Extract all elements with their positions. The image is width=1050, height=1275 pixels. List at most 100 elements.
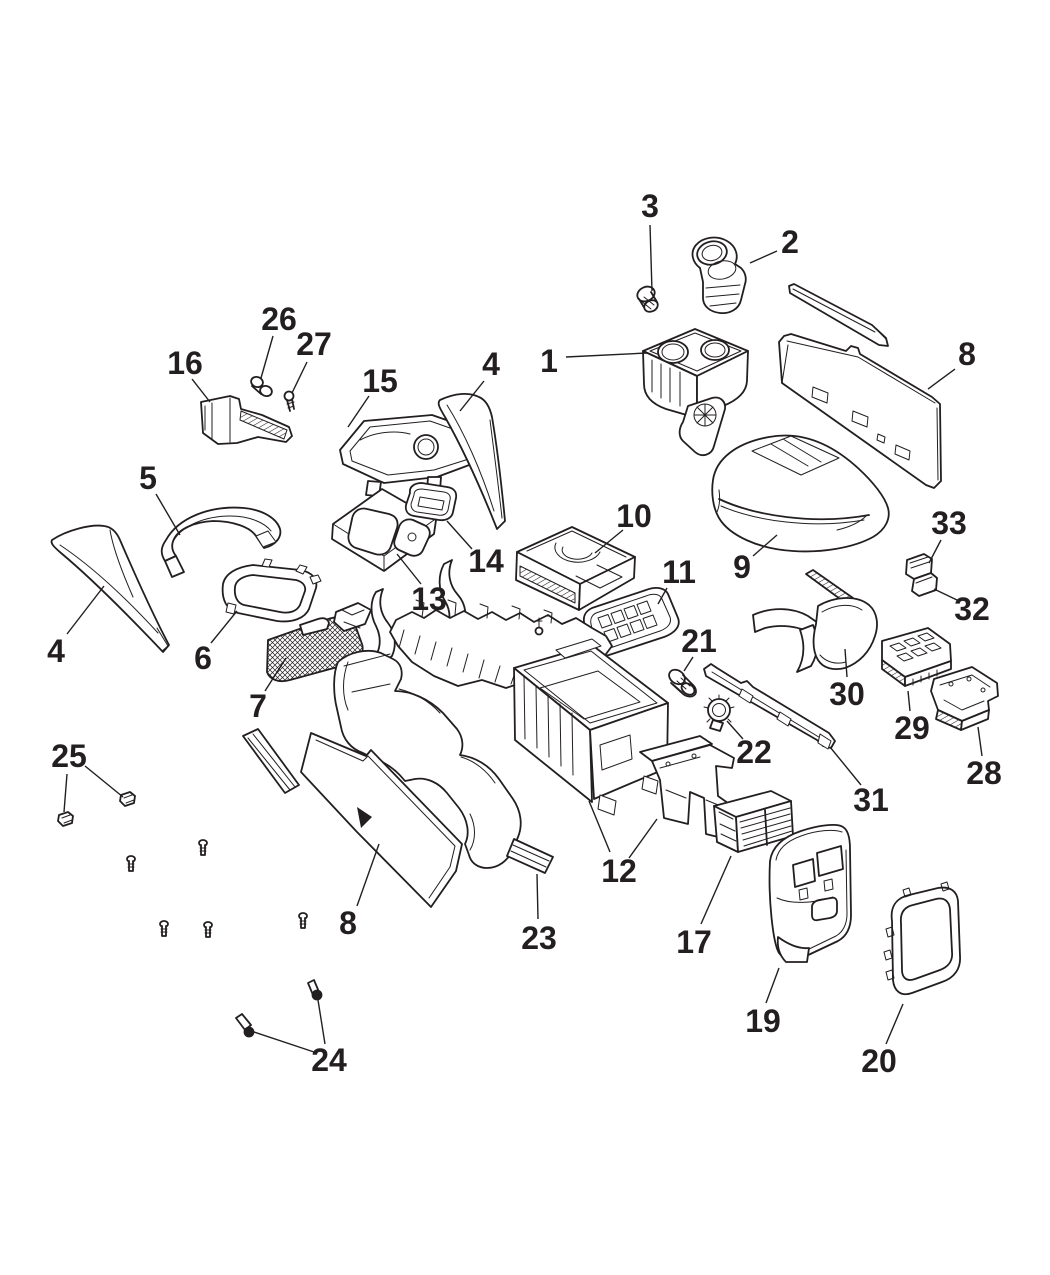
callout-12-leader [628,818,658,859]
part-clips-item25 [57,791,136,827]
callout-8-leader [927,368,956,390]
part-power-outlet-item3 [636,285,659,313]
callout-30-label: 30 [829,676,865,712]
callout-32-leader [933,588,958,601]
part-frame-item6 [221,558,322,623]
part-bezel-item5 [160,506,282,578]
part-switch-bank-item29 [881,627,952,687]
callout-31-label: 31 [853,782,889,818]
callout-31-leader [829,746,862,786]
part-air-vent-item17 [713,790,794,853]
callout-17-label: 17 [676,924,712,960]
callout-22-label: 22 [736,734,772,770]
callout-12-leader [588,800,611,853]
part-mount-rail-item31 [703,663,836,750]
callout-20-leader [885,1003,904,1045]
callout-30-leader [844,648,848,678]
callout-21-leader [683,656,694,672]
callout-8-leader [356,843,380,907]
part-pillar-trim-lower-item4 [50,524,170,653]
callout-19-leader [765,967,780,1004]
callout-3-label: 3 [641,188,659,224]
callout-8-label: 8 [339,905,357,941]
callout-26-leader [260,335,274,379]
callout-27-label: 27 [296,326,332,362]
callout-5-label: 5 [139,460,157,496]
callout-14-leader [446,520,473,550]
callout-10-label: 10 [616,498,652,534]
part-console-side-panel-left-item8 [300,732,463,908]
callout-4-label: 4 [47,633,65,669]
callout-28-label: 28 [966,755,1002,791]
callout-16-label: 16 [167,345,203,381]
callout-11-label: 11 [662,554,696,590]
part-ashtray-cup-item2 [691,236,747,314]
part-armrest-lid-item9 [711,434,890,553]
part-switch-item32-33 [905,553,938,597]
callout-24-label: 24 [311,1042,347,1078]
part-mounting-screws [126,839,308,938]
callout-23-leader [536,873,539,920]
callout-29-label: 29 [894,710,930,746]
callout-29-leader [907,690,911,712]
callout-32-label: 32 [954,591,990,627]
part-trim-strip-item8 [788,283,889,347]
callout-16-leader [191,378,211,403]
callout-9-leader [752,534,778,557]
callout-2-label: 2 [781,224,799,260]
callout-33-label: 33 [931,505,967,541]
callout-4-leader [459,380,485,412]
part-console-tray-item10 [515,526,636,611]
callout-9-label: 9 [733,549,751,585]
part-pillar-trim-upper-item4 [437,393,506,530]
callout-14-label: 14 [468,543,504,579]
part-bracket-item28 [930,666,999,731]
callout-27-leader [291,361,308,394]
callout-1-label: 1 [540,343,558,379]
callout-6-leader [210,610,238,644]
callout-25-leader [63,773,68,813]
part-trim-frame-item20 [883,881,961,996]
callout-4-label: 4 [482,346,500,382]
callout-8-label: 8 [958,336,976,372]
callout-25-label: 25 [51,738,87,774]
part-tray-item14 [404,482,458,522]
part-trim-bezel-item16 [200,395,293,445]
callout-21-label: 21 [681,623,717,659]
callout-22-leader [726,720,744,740]
part-power-outlet-item21 [668,668,697,698]
part-console-side-panel-right-item8 [778,333,942,489]
callout-24-leader [317,999,326,1045]
part-clip-item26 [250,375,273,398]
part-screws-item24 [235,979,323,1038]
callout-5-leader [155,493,181,536]
callout-19-label: 19 [745,1003,781,1039]
callout-layer: 1234456788910111213141516171920212223242… [47,188,1002,1079]
callout-7-label: 7 [249,688,267,724]
callout-12-label: 12 [601,853,637,889]
callout-4-leader [66,585,105,635]
part-cupholder-item1 [642,328,749,457]
callout-10-leader [594,529,624,554]
callout-15-leader [347,395,370,428]
callout-17-leader [700,855,732,925]
callout-6-label: 6 [194,640,212,676]
callout-23-label: 23 [521,920,557,956]
callout-25-leader [84,765,124,798]
part-screw-item27 [283,390,295,412]
part-storage-bin-item12 [513,638,669,816]
callout-13-leader [396,553,422,585]
callout-28-leader [977,726,983,757]
part-knob-item22 [703,694,735,732]
callout-13-label: 13 [411,581,447,617]
part-rear-trim-panel-item19 [768,824,852,963]
callout-7-leader [264,657,287,692]
callout-24-leader [250,1030,315,1053]
callout-33-leader [928,539,942,564]
callout-1-leader [565,352,648,358]
part-rear-duct-item30 [752,569,878,673]
part-scuff-strip-left-item8 [242,728,300,794]
callout-11-leader [657,587,668,605]
